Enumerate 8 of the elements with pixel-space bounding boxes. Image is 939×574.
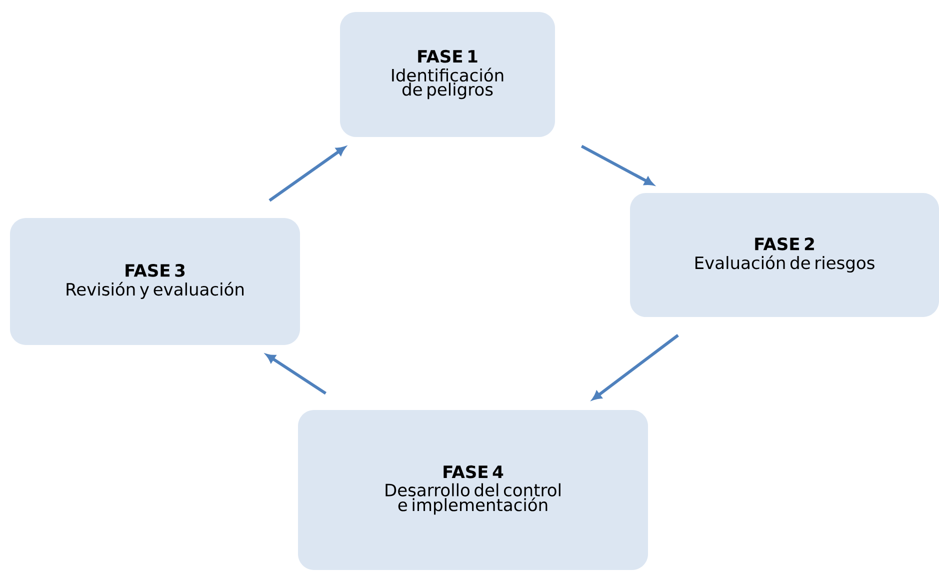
phase-box: FASE 2 Evaluación de riesgos [630, 193, 939, 317]
arrow [580, 144, 654, 186]
phase-box: FASE 1 Identificación de peligros [340, 12, 555, 137]
phase-box: FASE 3 Revisión y evaluación [10, 218, 300, 345]
arrow [592, 334, 679, 400]
arrow [266, 354, 327, 395]
arrow [268, 146, 346, 202]
phase-box: FASE 4 Desarrollo del control e implementación [298, 410, 648, 570]
